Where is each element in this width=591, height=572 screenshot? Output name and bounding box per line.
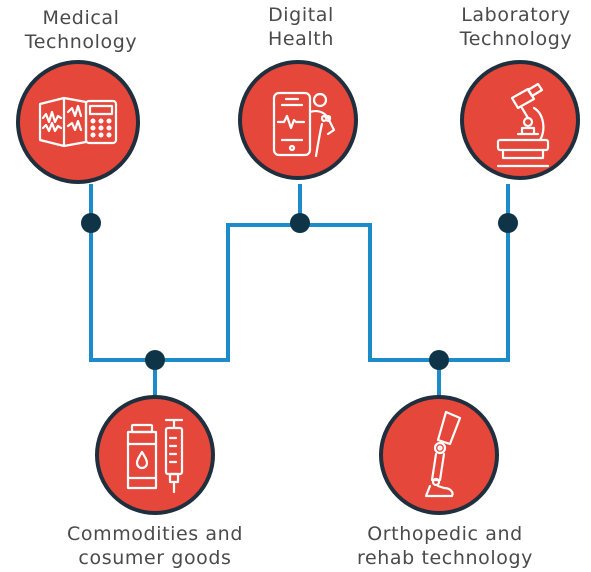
circle-orthopedic [379, 395, 499, 515]
label-line: Technology [459, 28, 573, 50]
label-line: cosumer goods [78, 547, 232, 569]
prosthetic-leg-icon [424, 410, 462, 498]
node-dot [145, 350, 165, 370]
label-line: Laboratory [461, 4, 571, 26]
label-medical-technology: Medical Technology [6, 6, 156, 54]
medicine-syringe-icon [126, 418, 184, 494]
label-laboratory-technology: Laboratory Technology [441, 3, 591, 51]
smartphone-health-icon [272, 91, 336, 158]
label-line: Medical [42, 7, 120, 29]
circle-medical-technology [16, 60, 140, 184]
label-line: Technology [24, 31, 138, 53]
label-line: Digital [268, 4, 334, 26]
label-line: Commodities and [67, 523, 243, 545]
medical-monitor-icon [38, 96, 118, 148]
node-dot [81, 213, 101, 233]
circle-digital-health [238, 60, 358, 180]
label-orthopedic: Orthopedic and rehab technology [330, 522, 560, 570]
node-dot [429, 350, 449, 370]
label-digital-health: Digital Health [226, 3, 376, 51]
circle-commodities [95, 395, 215, 515]
node-dots [81, 213, 518, 370]
circle-laboratory-technology [460, 60, 580, 180]
label-line: Orthopedic and [367, 523, 523, 545]
label-commodities: Commodities and cosumer goods [40, 522, 270, 570]
label-line: rehab technology [357, 547, 533, 569]
node-dot [498, 213, 518, 233]
node-dot [290, 213, 310, 233]
label-line: Health [268, 28, 334, 50]
microscope-icon [496, 82, 550, 168]
